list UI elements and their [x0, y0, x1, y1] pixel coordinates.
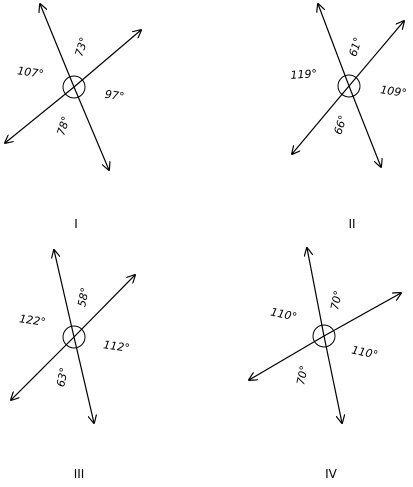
- angle-arc: [312, 324, 336, 348]
- angle-label-right: 109°: [379, 83, 407, 100]
- figure-caption: II: [348, 217, 355, 231]
- figure-caption: I: [74, 217, 78, 231]
- angle-label-right: 110°: [350, 343, 379, 361]
- angle-label-lower: 63°: [54, 366, 71, 388]
- line-a: [318, 4, 350, 87]
- angle-arc: [62, 325, 86, 349]
- angle-label-lower: 70°: [294, 364, 311, 386]
- angle-label-right: 112°: [102, 338, 130, 355]
- line-a: [348, 85, 381, 167]
- line-b: [5, 86, 75, 143]
- line-a: [54, 250, 75, 338]
- angle-label-left: 110°: [269, 305, 298, 323]
- figure-2: 61° 119° 109° 66° II: [290, 4, 408, 231]
- figure-4: 70° 110° 110° 70° IV: [249, 248, 401, 481]
- angle-label-upper: 61°: [346, 36, 364, 59]
- line-b: [249, 335, 325, 380]
- figure-3: 58° 122° 112° 63° III: [11, 250, 135, 481]
- line-b: [73, 30, 141, 88]
- angle-label-upper: 70°: [328, 289, 345, 311]
- line-a: [323, 335, 342, 423]
- line-a: [73, 86, 109, 170]
- angle-label-left: 122°: [18, 312, 46, 329]
- angle-label-left: 119°: [290, 67, 317, 82]
- angle-label-upper: 58°: [75, 286, 92, 308]
- angle-label-left: 107°: [16, 64, 44, 81]
- line-b: [323, 293, 401, 337]
- line-a: [307, 248, 325, 337]
- angle-label-lower: 78°: [54, 115, 72, 138]
- line-a: [40, 4, 75, 88]
- figure-caption: III: [74, 467, 85, 481]
- line-a: [73, 336, 94, 423]
- figure-caption: IV: [325, 467, 338, 481]
- line-b: [292, 85, 350, 154]
- line-b: [348, 21, 404, 87]
- angle-label-right: 97°: [104, 88, 125, 104]
- angle-label-upper: 73°: [72, 36, 90, 59]
- angle-arc: [62, 75, 86, 99]
- figure-1: 73° 107° 97° 78° I: [5, 4, 141, 231]
- line-b: [11, 336, 75, 400]
- angle-arc: [337, 74, 361, 98]
- angle-label-lower: 66°: [331, 114, 349, 137]
- line-b: [73, 275, 135, 338]
